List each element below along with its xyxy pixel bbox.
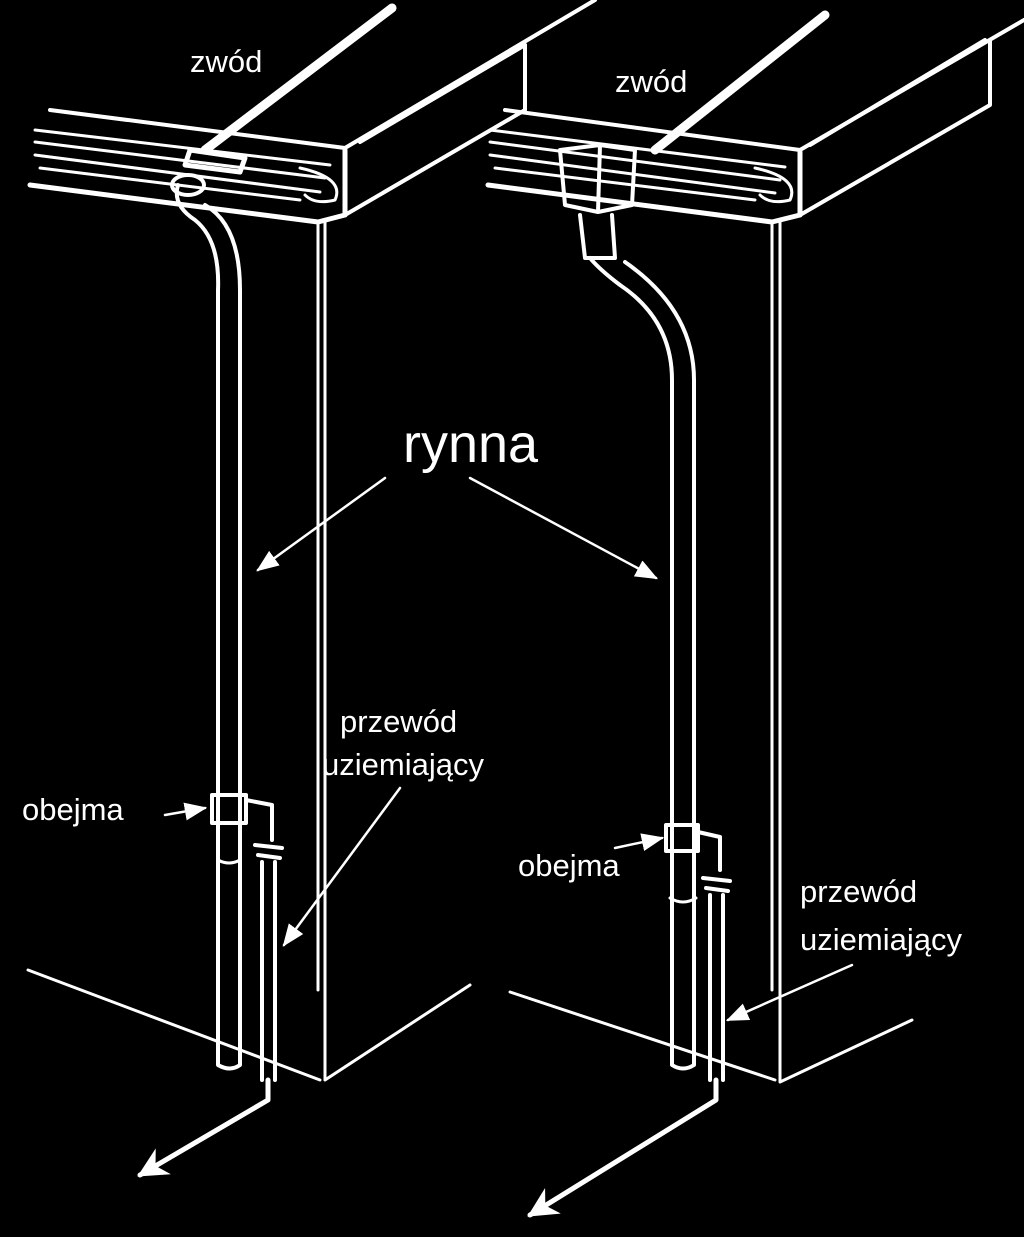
right-roof-far-edge <box>808 38 987 147</box>
right-ground-line <box>508 990 777 1082</box>
ground-wire-arrow-right <box>725 963 854 1022</box>
left-air-terminal-label: zwód <box>190 44 262 79</box>
right-test-joint <box>701 876 732 1082</box>
right-pipe-band <box>668 896 698 904</box>
left-roof-fascia <box>27 147 348 225</box>
left-ground-wire-label-line1: przewód <box>340 704 457 739</box>
left-air-terminal <box>200 3 397 155</box>
gutter-arrow-left <box>256 476 387 572</box>
left-building <box>26 0 597 1178</box>
left-gutter-outlet <box>170 173 206 197</box>
gutter-arrow-right <box>468 476 658 580</box>
left-ground-line <box>26 968 322 1082</box>
right-ground-wire-label-line2: uziemiający <box>800 922 962 957</box>
right-air-terminal-label: zwód <box>615 64 687 99</box>
left-wall-corner <box>316 220 472 1082</box>
left-gutter-end <box>298 166 339 204</box>
left-roof-far-edge <box>358 43 527 144</box>
left-test-joint <box>253 843 284 1082</box>
right-gutter-end <box>753 166 794 204</box>
right-building <box>485 10 1024 1218</box>
left-air-terminal-clip <box>182 147 248 175</box>
right-wall-corner <box>770 220 914 1084</box>
left-clamp <box>210 793 248 825</box>
left-roof-fascia-right <box>343 43 527 217</box>
left-downpipe <box>174 183 242 1071</box>
right-ground-wire-label-line1: przewód <box>800 874 917 909</box>
right-downpipe <box>588 256 696 1071</box>
clamp-arrow-right <box>613 833 665 852</box>
right-clamp-bracket <box>696 830 722 872</box>
left-underground-conductor <box>137 1077 271 1178</box>
right-head-outlet <box>578 213 617 260</box>
right-underground-conductor <box>527 1077 719 1218</box>
clamp-arrow-left <box>163 802 208 821</box>
left-ground-wire-label-line2: uziemiający <box>322 747 484 782</box>
left-gutter-lines <box>33 128 332 202</box>
left-roof-edge <box>48 0 597 150</box>
right-rainwater-head <box>558 143 637 214</box>
right-roof-fascia-right <box>798 38 992 217</box>
gutter-label: rynna <box>403 414 539 474</box>
right-clamp <box>664 823 700 853</box>
right-air-terminal <box>650 10 830 155</box>
left-clamp-label: obejma <box>22 792 124 827</box>
ground-wire-arrow-left <box>282 786 402 947</box>
right-clamp-label: obejma <box>518 848 620 883</box>
left-pipe-band <box>216 858 242 865</box>
left-clamp-bracket <box>244 798 274 842</box>
